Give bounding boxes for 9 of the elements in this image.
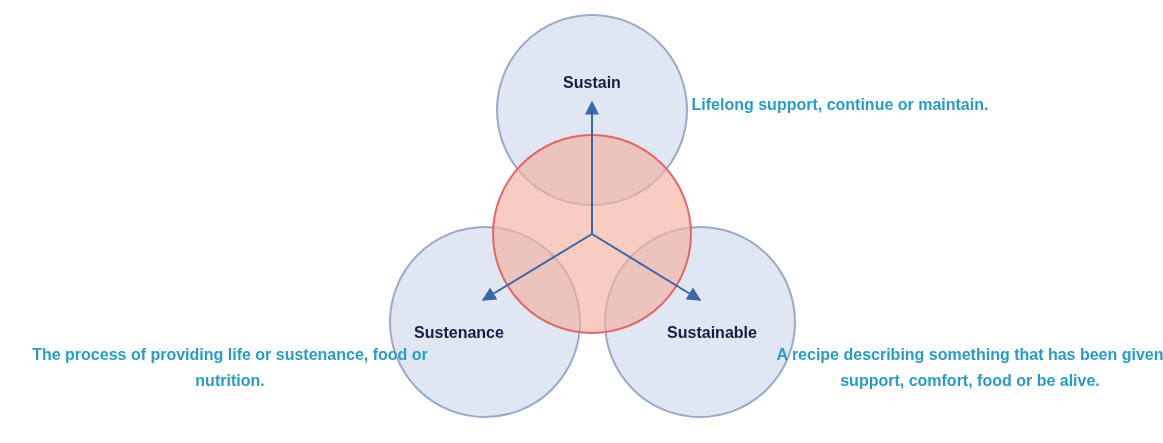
definition-text: A recipe describing something that has been given support, comfort, food or be alive.	[775, 345, 1163, 391]
definition-text: Lifelong support, continue or maintain.	[690, 95, 990, 115]
arrow	[481, 233, 593, 301]
arrow	[591, 233, 702, 301]
circle-label: Sustainable	[667, 324, 757, 342]
circle-label: Sustenance	[414, 324, 504, 342]
arrow	[585, 100, 599, 235]
circle-label: Sustain	[563, 74, 621, 92]
definition-text: The process of providing life or sustenance, food or nutrition.	[31, 345, 429, 391]
